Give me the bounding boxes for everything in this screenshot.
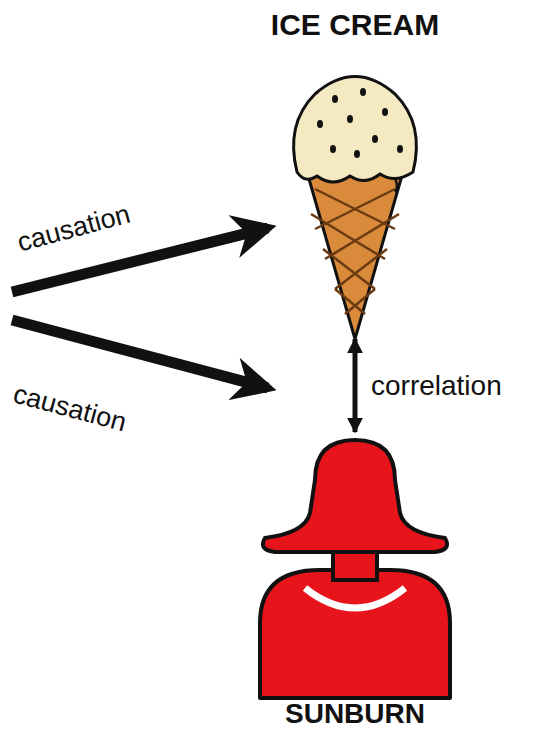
person-icon [245, 438, 465, 700]
person-node: SUNBURN [237, 438, 473, 730]
arrow-label: causation [14, 199, 134, 259]
arrow-label: causation [10, 379, 130, 439]
ice-cream-icon [245, 54, 465, 344]
edge-label: correlation [369, 370, 504, 402]
node-title: ICE CREAM [237, 8, 473, 41]
correlation-arrow [353, 339, 358, 432]
ice-cream-node: ICE CREAM [237, 8, 473, 333]
node-title: SUNBURN [237, 699, 473, 730]
causation-arrow [12, 320, 268, 388]
